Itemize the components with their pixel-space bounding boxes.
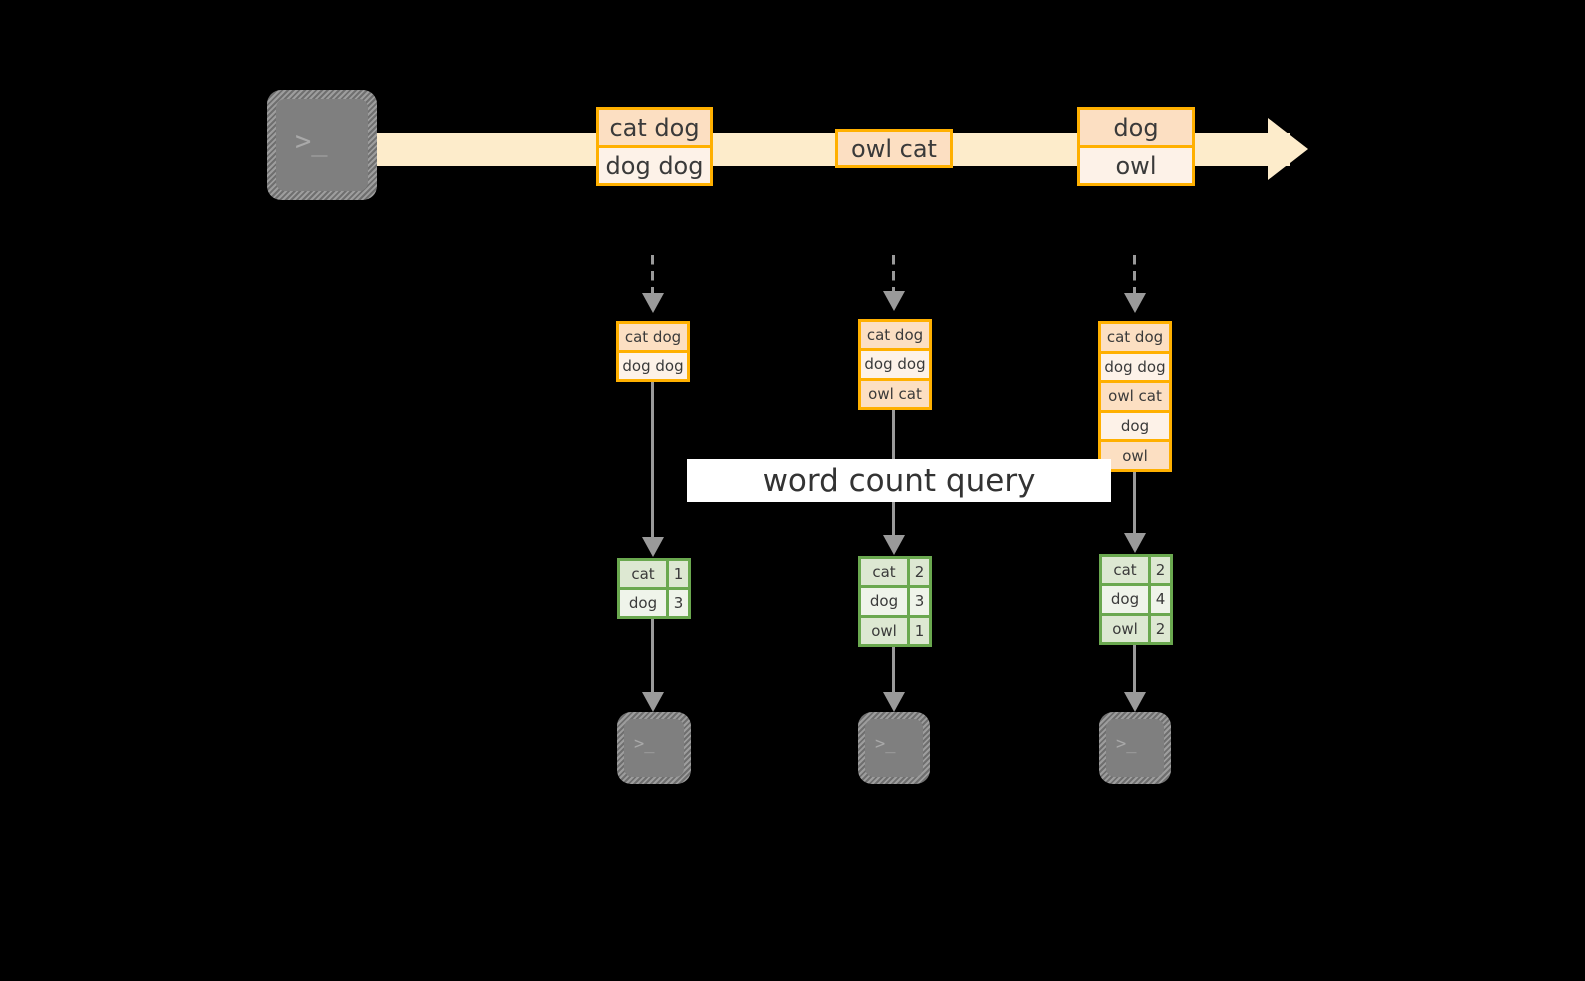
result-row: dog 4: [1102, 583, 1170, 613]
trigger-arrowhead-3: [1124, 293, 1146, 313]
input-table-2[interactable]: cat dog dog dog owl cat: [858, 319, 932, 410]
event-line: dog dog: [599, 145, 710, 183]
result-count: 4: [1148, 586, 1170, 613]
sink-terminal-icon-2[interactable]: >_: [858, 712, 930, 784]
result-count: 2: [1148, 615, 1170, 642]
input-row: dog: [1101, 409, 1169, 440]
stream-event-2[interactable]: owl cat: [835, 129, 953, 168]
terminal-body: [276, 99, 368, 191]
event-stream-arrowhead: [1268, 118, 1308, 180]
stream-event-3[interactable]: dog owl: [1077, 107, 1195, 186]
terminal-body: [624, 719, 684, 777]
trigger-arrowhead-1: [642, 293, 664, 313]
result-word: dog: [861, 588, 907, 615]
result-row: owl 1: [861, 614, 929, 644]
trigger-arrowhead-2: [883, 291, 905, 311]
sink-terminal-icon-1[interactable]: >_: [617, 712, 691, 784]
terminal-body: [865, 719, 923, 777]
event-line: dog: [1080, 110, 1192, 145]
sink-terminal-icon-3[interactable]: >_: [1099, 712, 1171, 784]
event-line: cat dog: [599, 110, 710, 145]
result-word: owl: [1102, 615, 1148, 642]
source-terminal-icon[interactable]: >_: [267, 90, 377, 200]
result-row: cat 1: [620, 561, 688, 587]
terminal-prompt-glyph: >_: [634, 734, 655, 754]
input-row: cat dog: [619, 324, 687, 350]
result-word: dog: [1102, 586, 1148, 613]
event-line: owl: [1080, 145, 1192, 183]
terminal-prompt-glyph: >_: [875, 734, 896, 754]
query-line-1: [651, 382, 654, 537]
result-count: 1: [907, 617, 929, 644]
sink-arrowhead-1: [642, 692, 664, 712]
sink-line-1: [651, 619, 654, 692]
input-row: owl cat: [861, 377, 929, 407]
result-table-3[interactable]: cat 2 dog 4 owl 2: [1099, 554, 1173, 645]
result-count: 1: [666, 561, 688, 587]
trigger-dashed-line-1: [651, 255, 654, 293]
result-count: 3: [666, 590, 688, 616]
trigger-dashed-line-3: [1133, 255, 1136, 293]
result-count: 2: [1148, 557, 1170, 584]
result-count: 2: [907, 559, 929, 586]
sink-arrowhead-3: [1124, 692, 1146, 712]
result-table-1[interactable]: cat 1 dog 3: [617, 558, 691, 619]
query-arrowhead-2: [883, 535, 905, 555]
sink-line-2: [892, 647, 895, 692]
terminal-prompt-glyph: >_: [295, 126, 328, 157]
input-row: dog dog: [619, 350, 687, 379]
input-row: dog dog: [1101, 350, 1169, 381]
result-row: dog 3: [861, 585, 929, 615]
stream-event-1[interactable]: cat dog dog dog: [596, 107, 713, 186]
input-row: owl: [1101, 439, 1169, 469]
input-row: cat dog: [861, 322, 929, 349]
result-word: cat: [861, 559, 907, 586]
input-table-1[interactable]: cat dog dog dog: [616, 321, 690, 382]
result-table-2[interactable]: cat 2 dog 3 owl 1: [858, 556, 932, 647]
result-count: 3: [907, 588, 929, 615]
sink-line-3: [1133, 645, 1136, 692]
query-arrowhead-3: [1124, 533, 1146, 553]
event-line: owl cat: [838, 132, 950, 165]
terminal-prompt-glyph: >_: [1116, 734, 1137, 754]
result-row: cat 2: [861, 559, 929, 586]
query-line-3: [1133, 472, 1136, 533]
query-label: word count query: [687, 459, 1111, 502]
input-row: dog dog: [861, 348, 929, 378]
result-word: cat: [620, 561, 666, 587]
result-row: dog 3: [620, 587, 688, 616]
result-row: cat 2: [1102, 557, 1170, 584]
terminal-body: [1106, 719, 1164, 777]
trigger-dashed-line-2: [892, 255, 895, 291]
result-row: owl 2: [1102, 612, 1170, 642]
input-row: cat dog: [1101, 324, 1169, 351]
result-word: owl: [861, 617, 907, 644]
result-word: dog: [620, 590, 666, 616]
input-row: owl cat: [1101, 380, 1169, 410]
input-table-3[interactable]: cat dog dog dog owl cat dog owl: [1098, 321, 1172, 472]
result-word: cat: [1102, 557, 1148, 584]
query-arrowhead-1: [642, 537, 664, 557]
sink-arrowhead-2: [883, 692, 905, 712]
